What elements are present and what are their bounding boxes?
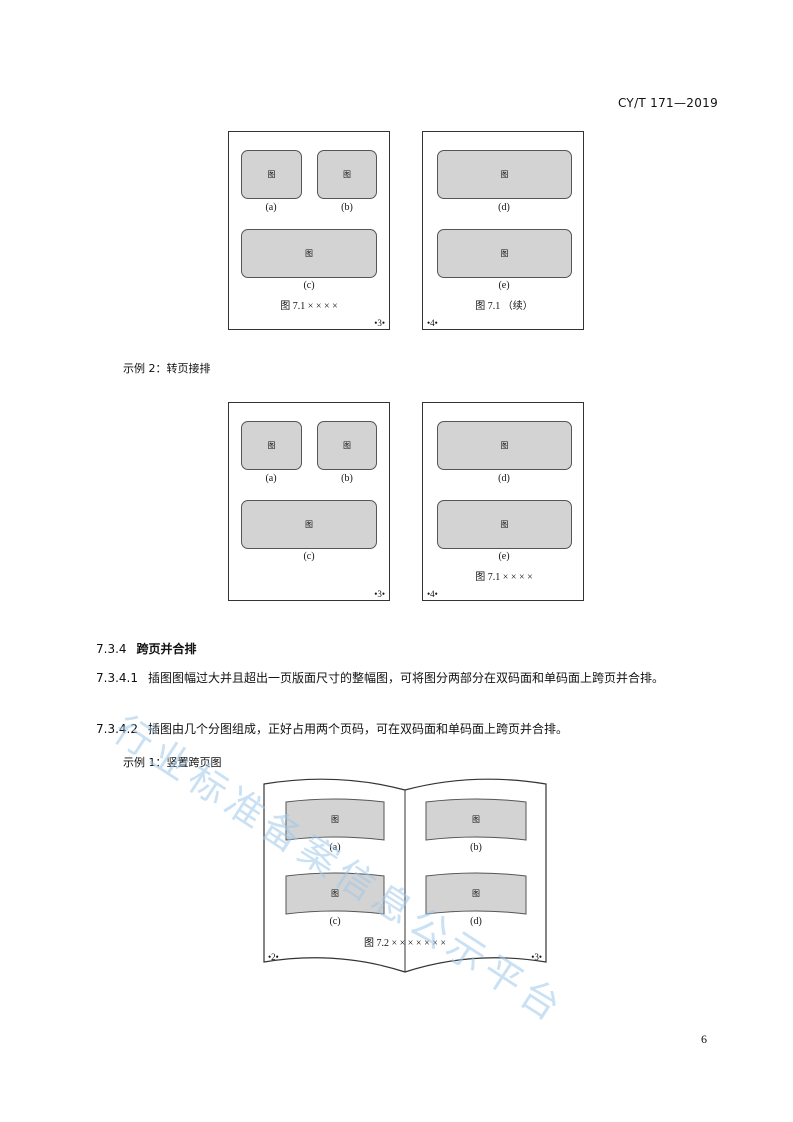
figure-caption: 图 7.1 （续）	[475, 301, 533, 312]
page-number: •2•	[268, 952, 279, 962]
figure-caption: 图 7.2 × × × × × × ×	[364, 938, 446, 949]
page-number: •4•	[427, 589, 438, 599]
clause-7-3-4-1: 7.3.4.1 插图图幅过大并且超出一页版面尺寸的整幅图，可将图分两部分在双码面和…	[96, 668, 726, 689]
clause-7-3-4-2: 7.3.4.2 插图由几个分图组成，正好占用两个页码，可在双码面和单码面上跨页并合…	[96, 719, 726, 740]
page-right: 图 (d) 图 (e) 图 7.1 × × × × •4•	[422, 402, 584, 601]
sub-figure-label: (e)	[498, 551, 510, 562]
sub-figure-label: (d)	[498, 473, 510, 484]
section-number: 7.3.4	[96, 642, 127, 656]
sub-figure-shapes	[285, 798, 527, 915]
sub-figure-c: 图	[241, 500, 377, 549]
page-right: 图 (d) 图 (e) 图 7.1 （续） •4•	[422, 131, 584, 330]
document-code: CY/T 171—2019	[617, 96, 718, 110]
page-number: •3•	[374, 589, 385, 599]
example-heading: 示例 2：转页接排	[123, 362, 211, 375]
example-heading: 示例 1：竖置跨页图	[123, 756, 222, 769]
clause-number: 7.3.4.2	[96, 722, 138, 736]
page-left: 图 图 (a) (b) 图 (c) •3•	[228, 402, 390, 601]
sub-figure-b: 图	[472, 815, 480, 824]
sub-figure-b: 图	[317, 150, 377, 199]
page-number: •3•	[374, 318, 385, 328]
sub-figure-label: (e)	[498, 280, 510, 291]
sub-figure-d: 图	[437, 150, 572, 199]
sub-figure-label: (c)	[329, 916, 341, 927]
sub-figure-d: 图	[437, 421, 572, 470]
sub-figure-label: (b)	[470, 842, 482, 853]
sub-figure-d: 图	[472, 889, 480, 898]
page-left: 图 图 (a) (b) 图 (c) 图 7.1 × × × × •3•	[228, 131, 390, 330]
book-spread-figure: 图 图 图 图 (a) (b) (c) (d) 图 7.2 × × × × × …	[262, 776, 548, 978]
sub-figure-c: 图	[241, 229, 377, 278]
section-heading: 7.3.4 跨页并合排	[96, 640, 197, 657]
clause-text: 插图图幅过大并且超出一页版面尺寸的整幅图，可将图分两部分在双码面和单码面上跨页并…	[147, 671, 664, 685]
section-title: 跨页并合排	[136, 642, 197, 656]
page-number: •4•	[427, 318, 438, 328]
sub-figure-a: 图	[241, 150, 302, 199]
clause-number: 7.3.4.1	[96, 671, 138, 685]
sub-figure-label: (a)	[265, 473, 277, 484]
page-number-footer: 6	[701, 1032, 707, 1046]
sub-figure-a: 图	[241, 421, 302, 470]
sub-figure-c: 图	[331, 889, 339, 898]
sub-figure-label: (c)	[303, 280, 315, 291]
figure-caption: 图 7.1 × × × ×	[280, 301, 338, 312]
sub-figure-label: (b)	[341, 473, 353, 484]
sub-figure-label: (d)	[498, 202, 510, 213]
sub-figure-label: (c)	[303, 551, 315, 562]
sub-figure-a: 图	[331, 815, 339, 824]
sub-figure-e: 图	[437, 229, 572, 278]
page-number: •3•	[531, 952, 542, 962]
sub-figure-b: 图	[317, 421, 377, 470]
sub-figure-label: (b)	[341, 202, 353, 213]
sub-figure-label: (a)	[265, 202, 277, 213]
clause-text: 插图由几个分图组成，正好占用两个页码，可在双码面和单码面上跨页并合排。	[147, 722, 568, 736]
figure-caption: 图 7.1 × × × ×	[475, 572, 533, 583]
sub-figure-label: (d)	[470, 916, 482, 927]
sub-figure-label: (a)	[329, 842, 341, 853]
sub-figure-e: 图	[437, 500, 572, 549]
